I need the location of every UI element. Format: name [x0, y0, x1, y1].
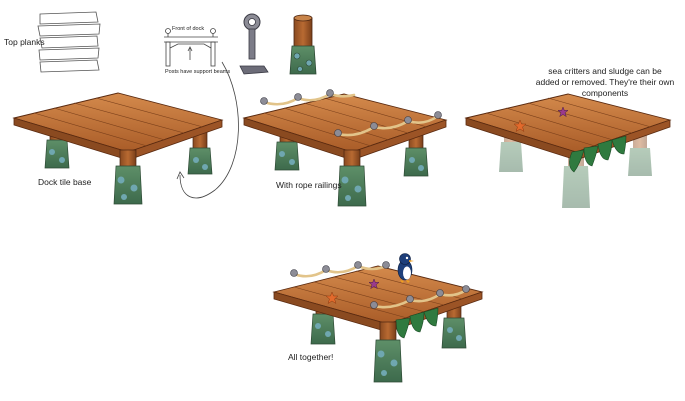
- label-critters-note: sea critters and sludge can be added or …: [525, 66, 685, 99]
- critters-line-1: sea critters and sludge can be: [548, 66, 662, 76]
- dock-all-together: [272, 253, 484, 383]
- dock-critters-sludge: [464, 93, 672, 208]
- top-planks-sketch: [37, 11, 101, 73]
- eye-bolt-component: [239, 13, 269, 75]
- starfish-orange: [513, 119, 527, 133]
- label-posts-support: Posts have support beams: [165, 69, 231, 75]
- single-post-component: [289, 14, 317, 75]
- label-all-together: All together!: [288, 352, 334, 362]
- front-of-dock-sketch: [164, 28, 239, 199]
- starfish-purple: [557, 106, 569, 118]
- label-dock-base: Dock tile base: [38, 177, 92, 187]
- label-top-planks: Top planks: [4, 37, 45, 47]
- critters-line-2: added or removed. They're their own: [535, 77, 675, 87]
- seaweed-sludge: [569, 135, 627, 173]
- label-rope-railings: With rope railings: [276, 180, 342, 190]
- penguin-figure: [397, 253, 414, 283]
- label-front-of-dock: Front of dock: [172, 26, 205, 32]
- dock-tile-base: [12, 92, 224, 205]
- critters-line-3: components: [581, 88, 629, 98]
- dock-with-rope-railings: [242, 89, 448, 207]
